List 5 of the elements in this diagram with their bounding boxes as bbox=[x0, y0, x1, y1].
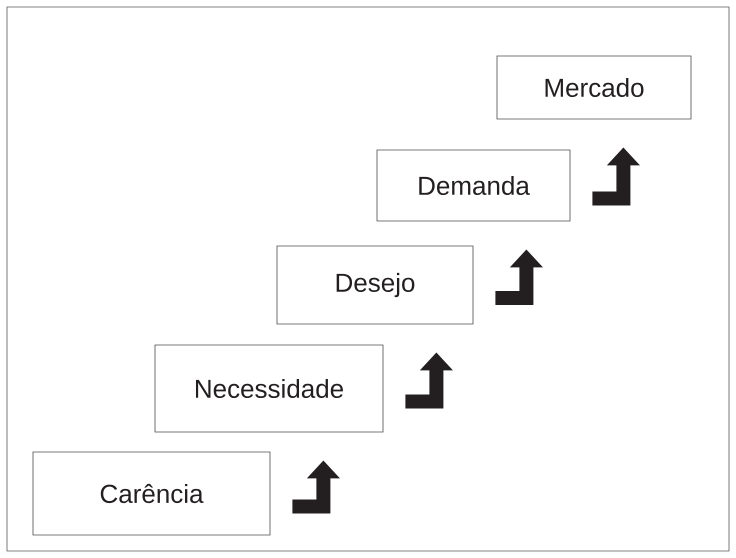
stage-box: Carência bbox=[32, 452, 270, 536]
stage-box: Desejo bbox=[276, 246, 474, 324]
stage-box: Necessidade bbox=[154, 344, 384, 432]
stage-box: Mercado bbox=[496, 56, 692, 120]
stage-box: Demanda bbox=[376, 150, 570, 222]
